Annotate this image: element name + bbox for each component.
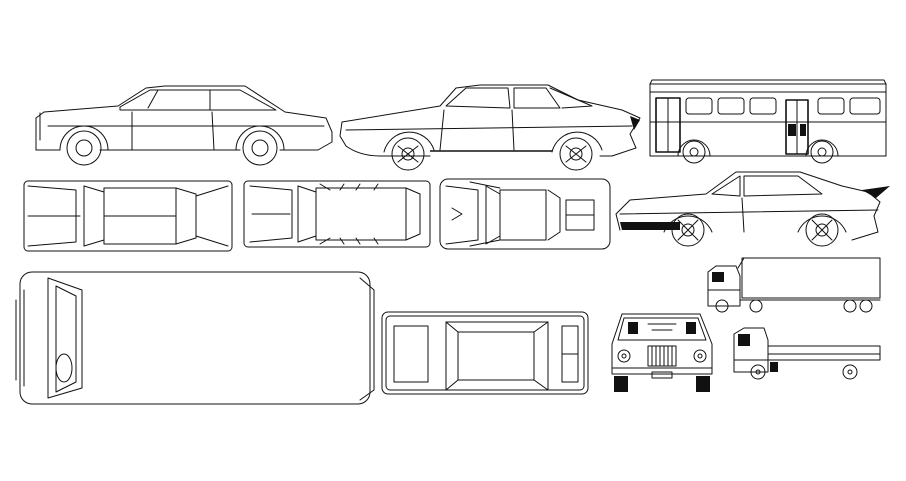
- sedan-front-icon: [611, 313, 713, 392]
- fastback-side-icon: [339, 84, 641, 171]
- semi-truck-side-icon: [707, 257, 881, 313]
- sportscar-top-icon: [439, 178, 611, 250]
- flatbed-truck-side-icon: [733, 327, 881, 380]
- coupe-side-icon: [615, 171, 890, 247]
- sedan-top-icon: [23, 180, 233, 252]
- van-top-icon: [381, 311, 589, 395]
- bus-side-icon: [649, 79, 887, 164]
- bus-top-icon: [15, 271, 375, 405]
- sedan-side-icon: [35, 85, 333, 166]
- limousine-top-icon: [243, 180, 431, 248]
